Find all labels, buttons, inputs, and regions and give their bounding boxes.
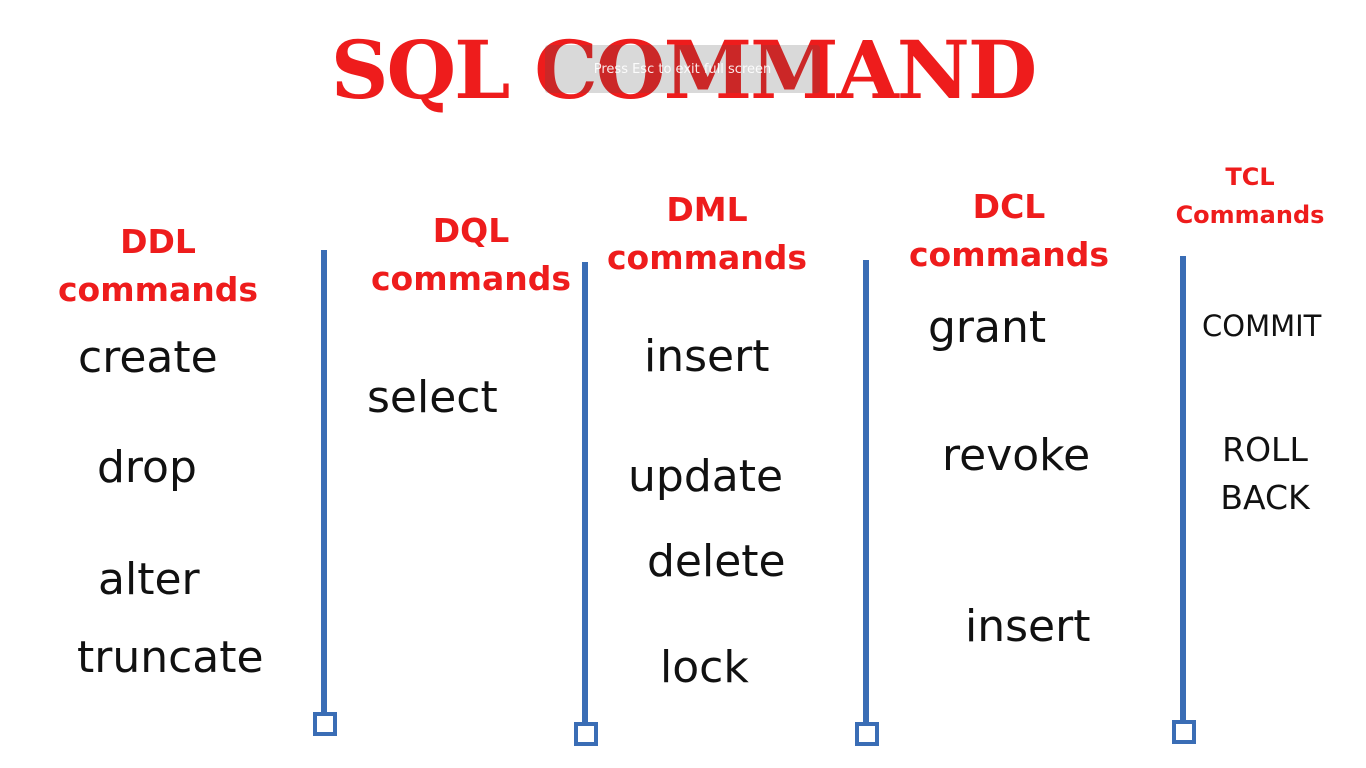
ddl-item-truncate: truncate	[77, 632, 264, 683]
ddl-item-create: create	[78, 332, 218, 383]
ddl-item-drop: drop	[97, 442, 197, 493]
divider-dcl-tcl	[1180, 256, 1186, 722]
dml-item-insert: insert	[644, 331, 770, 382]
dcl-item-revoke: revoke	[942, 430, 1091, 481]
divider-dql-dml	[582, 262, 588, 724]
dql-heading: DQL commands	[369, 207, 573, 303]
ddl-item-alter: alter	[98, 554, 200, 605]
divider-dml-dcl	[863, 260, 869, 724]
tcl-item-rollback: ROLL BACK	[1205, 426, 1325, 522]
dml-item-delete: delete	[647, 536, 786, 587]
dml-item-lock: lock	[660, 642, 749, 693]
tcl-heading-abbr: TCL	[1225, 163, 1275, 191]
ddl-heading: DDL commands	[56, 218, 260, 314]
dml-item-update: update	[628, 451, 784, 502]
dml-heading-abbr: DML	[666, 190, 748, 229]
page-title: SQL COMMAND	[330, 23, 1038, 117]
divider-dql-dml-end-marker	[574, 722, 598, 746]
fullscreen-exit-notice: Press Esc to exit full screen	[545, 45, 820, 93]
dql-item-select: select	[367, 372, 498, 423]
fullscreen-exit-message: Press Esc to exit full screen	[593, 61, 772, 77]
dml-heading-label: commands	[606, 237, 808, 277]
tcl-heading: TCL Commands	[1170, 158, 1330, 235]
divider-dcl-tcl-end-marker	[1172, 720, 1196, 744]
tcl-heading-label: Commands	[1175, 201, 1325, 230]
ddl-heading-abbr: DDL	[120, 222, 196, 261]
dcl-item-grant: grant	[928, 302, 1047, 353]
divider-dml-dcl-end-marker	[855, 722, 879, 746]
dcl-item-insert: insert	[965, 601, 1091, 652]
tcl-item-commit: COMMIT	[1202, 309, 1322, 343]
dql-heading-label: commands	[370, 258, 572, 298]
dql-heading-abbr: DQL	[432, 211, 510, 250]
divider-ddl-dql	[321, 250, 327, 714]
divider-ddl-dql-end-marker	[313, 712, 337, 736]
dcl-heading-abbr: DCL	[972, 187, 1046, 226]
dcl-heading: DCL commands	[907, 183, 1111, 279]
ddl-heading-label: commands	[57, 269, 259, 309]
dml-heading: DML commands	[605, 186, 809, 282]
tcl-item-rollback-line2: BACK	[1220, 477, 1310, 517]
tcl-item-rollback-line1: ROLL	[1222, 430, 1308, 469]
dcl-heading-label: commands	[908, 234, 1110, 274]
